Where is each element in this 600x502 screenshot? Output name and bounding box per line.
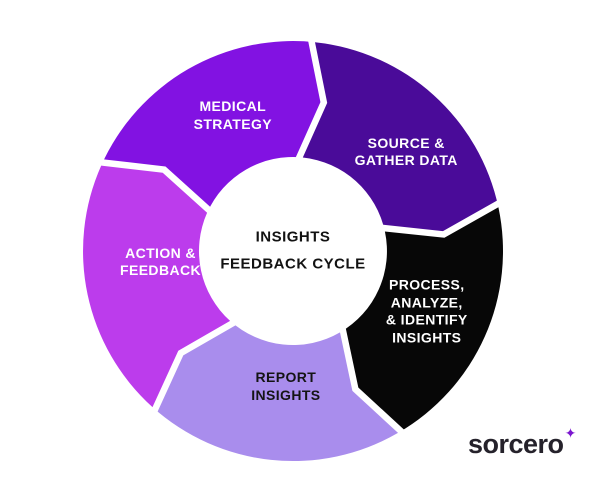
center-label-line2: FEEDBACK CYCLE (220, 255, 366, 272)
sorcero-logo: sorcero ✦ (468, 426, 576, 459)
center-label: INSIGHTS FEEDBACK CYCLE (206, 228, 381, 273)
segment-source-gather-data (293, 34, 506, 245)
segment-action-feedback (76, 158, 242, 418)
sorcero-logo-text: sorcero (468, 429, 564, 459)
center-label-line1: INSIGHTS (255, 228, 331, 246)
sparkle-icon: ✦ (564, 425, 577, 441)
